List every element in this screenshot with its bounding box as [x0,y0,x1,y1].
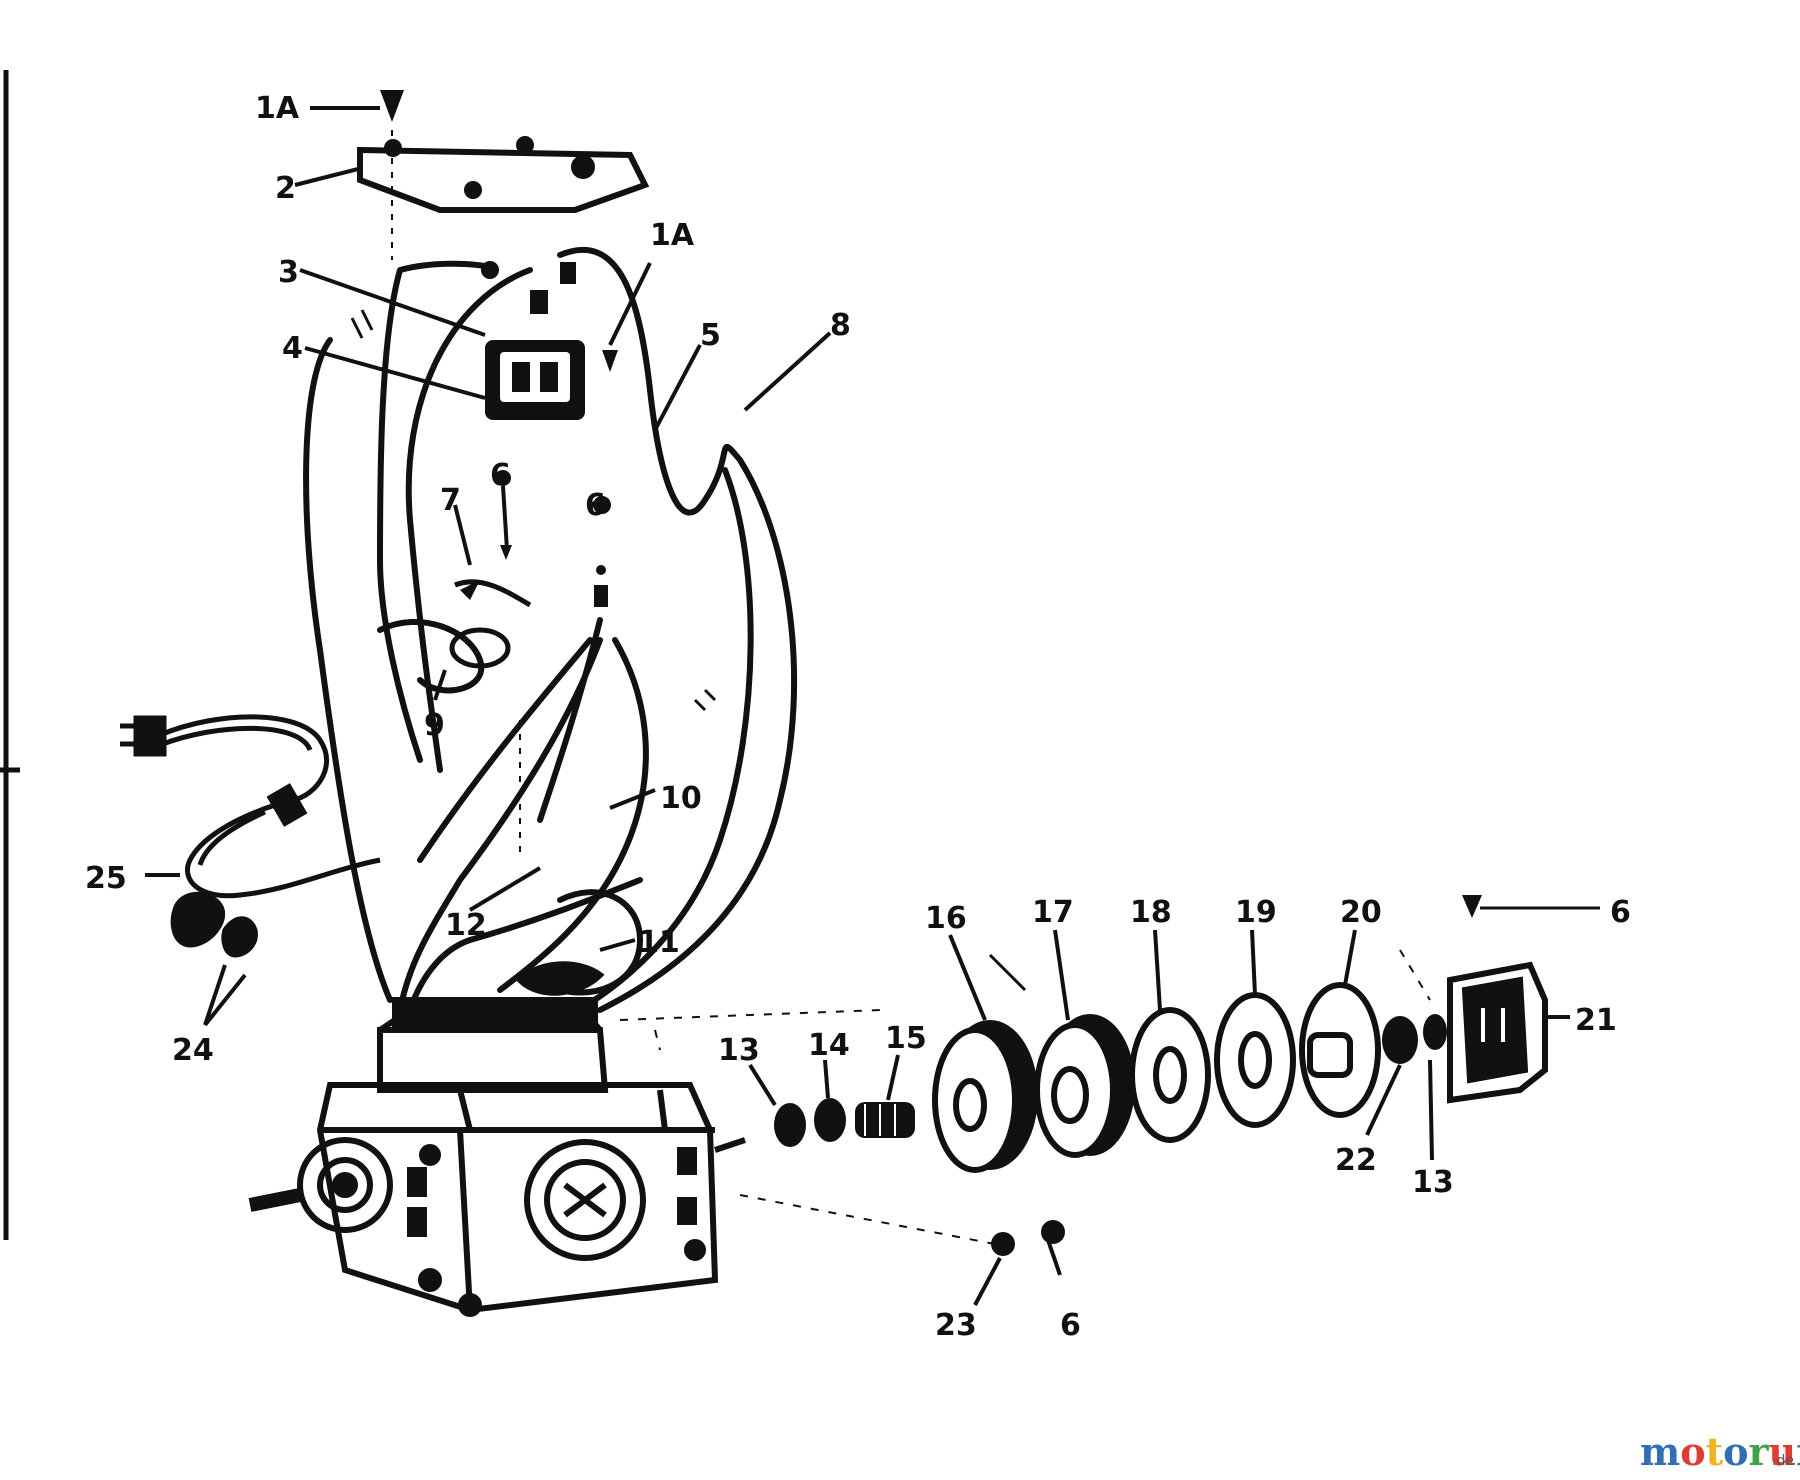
label-25: 25 [85,861,127,896]
label-8: 8 [830,308,851,343]
label-9-mid: 9 [424,708,445,743]
switch-block [399,260,618,420]
wm-suffix: .de [1772,1453,1794,1469]
label-16: 16 [925,901,967,936]
wm-letter-r: r [1749,1429,1770,1474]
part-15-spring [855,1102,915,1138]
alignment-dashes [619,949,1431,1246]
wm-letter-f: f [1796,1429,1800,1474]
callout-labels: 1A 2 1A 3 4 5 8 6 7 6 9 9 10 25 12 11 24… [85,91,1631,1343]
label-4: 4 [282,331,303,366]
gearbox-body [248,997,746,1317]
label-6-right: 6 [1610,895,1631,930]
label-3: 3 [278,255,299,290]
part-14-nut [814,1098,846,1142]
left-border [0,70,20,1240]
screw-6-right [1462,895,1600,918]
leader-lines [145,166,1570,1306]
label-15: 15 [885,1021,927,1056]
label-10: 10 [660,781,702,816]
wm-letter-o2: o [1723,1429,1748,1474]
label-18: 18 [1130,895,1172,930]
part-22-nut [1382,1014,1447,1064]
cable-ticks [350,309,1027,992]
label-17: 17 [1032,895,1074,930]
part-20-disc [1299,982,1381,1118]
wm-letter-m: m [1640,1429,1680,1474]
middle-screws [449,470,611,669]
part-21-cap [1447,961,1548,1104]
label-23: 23 [935,1308,977,1343]
label-6-middle: 6 [585,488,606,523]
label-9-plug: 9 [140,713,161,748]
part-19-washer [1214,992,1296,1128]
label-21: 21 [1575,1003,1617,1038]
part-18-washer [1129,1007,1211,1143]
part-16-pulley [932,1020,1038,1173]
label-11: 11 [638,925,680,960]
label-19: 19 [1235,895,1277,930]
power-cord [120,714,381,958]
label-6-left: 6 [490,458,511,493]
wm-letter-t: t [1706,1429,1724,1474]
label-14: 14 [808,1028,850,1063]
cover-plate [357,136,650,213]
part-17-pulley [1034,1014,1135,1158]
label-13-right: 13 [1412,1165,1454,1200]
wm-letter-u: u [1769,1429,1797,1474]
part-13-washer [774,1103,806,1147]
label-7: 7 [440,483,461,518]
label-5: 5 [700,318,721,353]
label-1a-top: 1A [255,91,300,126]
svg-text:motoruf: motoruf [1640,1429,1800,1474]
label-2: 2 [275,171,296,206]
label-12: 12 [445,908,487,943]
screw-1a-top [380,90,404,122]
label-22: 22 [1335,1143,1377,1178]
label-13-left: 13 [718,1033,760,1068]
label-20: 20 [1340,895,1382,930]
motoruf-watermark: motoruf .de [1640,1429,1800,1474]
wire-loop-housing [303,246,798,1023]
label-1a-right: 1A [650,218,695,253]
label-24: 24 [172,1033,214,1068]
screw-23-6-bottom [991,1220,1065,1276]
label-6-bottom: 6 [1060,1308,1081,1343]
wm-letter-o1: o [1680,1429,1705,1474]
